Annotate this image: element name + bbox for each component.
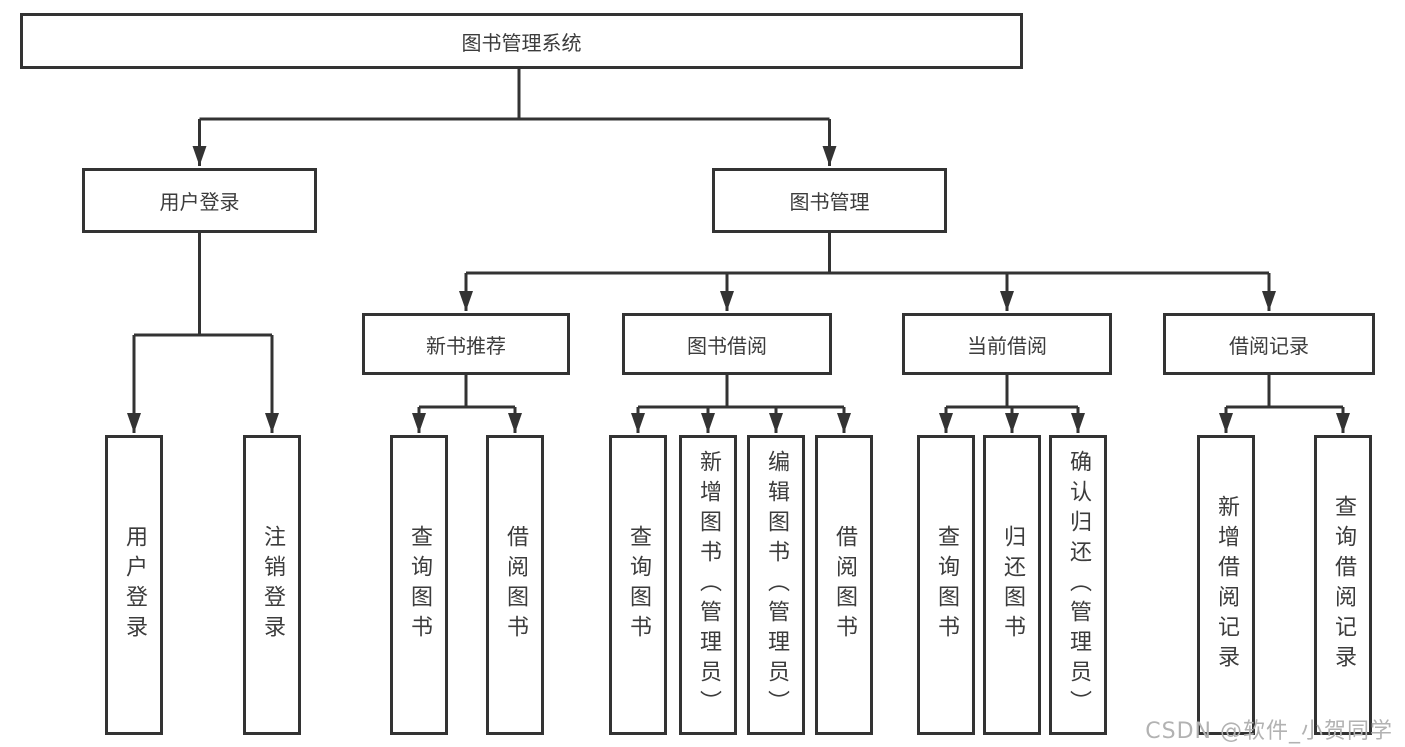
node-borrowing-records: 借阅记录 xyxy=(1163,313,1375,375)
node-user-login: 用户登录 xyxy=(82,168,317,233)
leaf-user-login: 用户登录 xyxy=(105,435,163,735)
leaf-query-books-borrowing: 查询图书 xyxy=(609,435,667,735)
leaf-logout: 注销登录 xyxy=(243,435,301,735)
leaf-borrow-books: 借阅图书 xyxy=(815,435,873,735)
leaf-add-books-admin: 新增图书（管理员） xyxy=(679,435,737,735)
leaf-label: 借阅图书 xyxy=(503,525,528,645)
leaf-label: 归还图书 xyxy=(1000,525,1025,645)
leaf-label: 借阅图书 xyxy=(832,525,857,645)
leaf-add-borrow-record: 新增借阅记录 xyxy=(1197,435,1255,735)
leaf-label: 注销登录 xyxy=(260,525,285,645)
leaf-label: 查询图书 xyxy=(934,525,959,645)
leaf-label: 查询图书 xyxy=(626,525,651,645)
leaf-query-books-current: 查询图书 xyxy=(917,435,975,735)
leaf-edit-books-admin: 编辑图书（管理员） xyxy=(747,435,805,735)
node-book-borrowing: 图书借阅 xyxy=(622,313,832,375)
leaf-label: 编辑图书（管理员） xyxy=(764,450,789,720)
leaf-label: 确认归还（管理员） xyxy=(1066,450,1091,720)
leaf-return-books: 归还图书 xyxy=(983,435,1041,735)
leaf-confirm-return-admin: 确认归还（管理员） xyxy=(1049,435,1107,735)
leaf-label: 用户登录 xyxy=(122,525,147,645)
node-library-system: 图书管理系统 xyxy=(20,13,1023,69)
leaf-label: 查询借阅记录 xyxy=(1331,495,1356,675)
node-book-management: 图书管理 xyxy=(712,168,947,233)
leaf-query-borrow-record: 查询借阅记录 xyxy=(1314,435,1372,735)
csdn-watermark: CSDN @软件_小贺同学 xyxy=(1145,719,1393,744)
leaf-label: 新增借阅记录 xyxy=(1214,495,1239,675)
leaf-label: 新增图书（管理员） xyxy=(696,450,721,720)
leaf-borrow-books-recommend: 借阅图书 xyxy=(486,435,544,735)
node-current-borrowing: 当前借阅 xyxy=(902,313,1112,375)
node-new-book-recommend: 新书推荐 xyxy=(362,313,570,375)
leaf-label: 查询图书 xyxy=(407,525,432,645)
leaf-query-books-recommend: 查询图书 xyxy=(390,435,448,735)
